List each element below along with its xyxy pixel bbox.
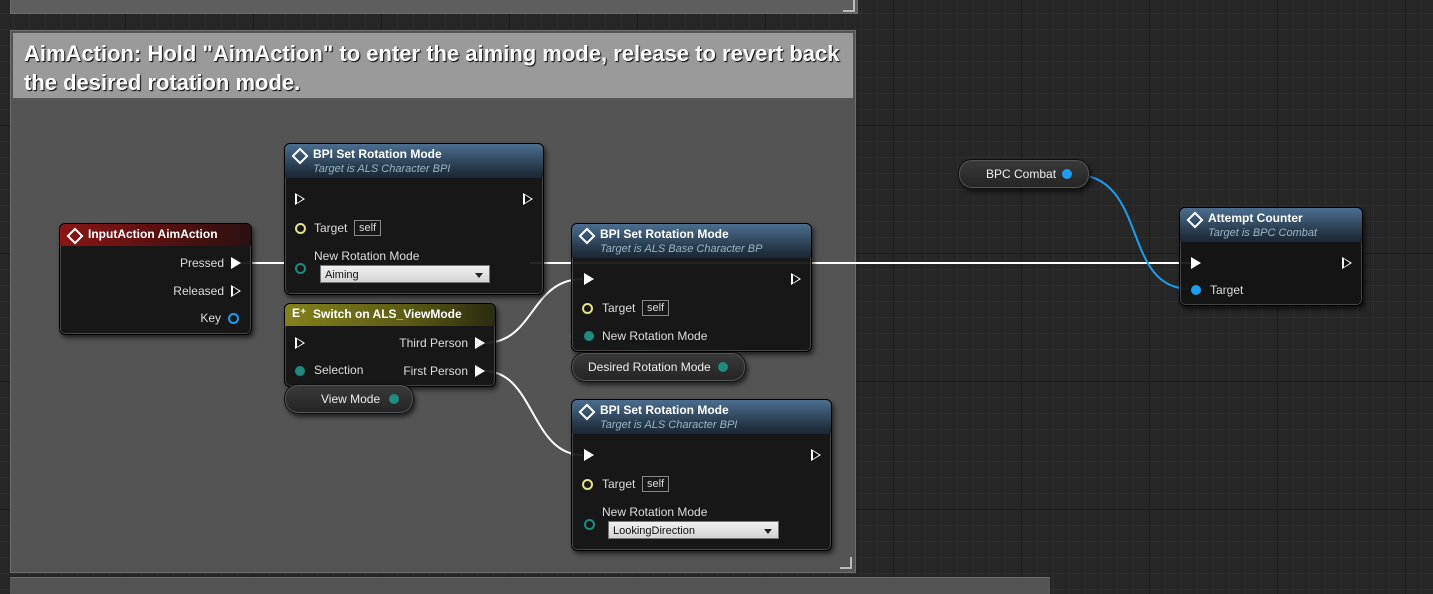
new-rotation-mode-pin[interactable] [584, 331, 594, 341]
exec-out-pin[interactable] [523, 193, 533, 205]
variable-label: View Mode [321, 392, 381, 406]
node-header[interactable]: BPI Set Rotation Mode Target is ALS Base… [572, 224, 811, 258]
node-title: InputAction AimAction [88, 227, 218, 241]
function-diamond-icon [291, 147, 309, 165]
comment-box-upper [10, 0, 858, 14]
pressed-pin-label: Pressed [179, 256, 224, 270]
set-rotation-mode-node-aiming[interactable]: BPI Set Rotation Mode Target is ALS Char… [284, 143, 544, 295]
third-person-exec-pin[interactable] [475, 337, 485, 349]
comment-box-lower [10, 577, 1050, 594]
object-wire-bpc-combat [1071, 173, 1191, 290]
rotation-mode-dropdown[interactable]: Aiming [320, 265, 490, 283]
exec-in-pin[interactable] [584, 273, 594, 285]
node-header[interactable]: Attempt Counter Target is BPC Combat [1180, 208, 1362, 242]
input-action-header[interactable]: InputAction AimAction [60, 224, 251, 246]
node-header[interactable]: BPI Set Rotation Mode Target is ALS Char… [572, 400, 831, 434]
function-diamond-icon [578, 403, 596, 421]
new-rotation-mode-pin[interactable] [584, 519, 595, 530]
node-subtitle: Target is ALS Character BPI [313, 163, 451, 175]
exec-in-pin[interactable] [584, 449, 594, 461]
variable-label: Desired Rotation Mode [588, 360, 711, 374]
function-diamond-icon [1186, 211, 1204, 229]
variable-label: BPC Combat [986, 167, 1057, 181]
exec-out-pin[interactable] [791, 273, 801, 285]
node-title: Switch on ALS_ViewMode [313, 307, 462, 321]
first-person-exec-pin[interactable] [475, 365, 485, 377]
selection-pin[interactable] [295, 366, 305, 376]
exec-wire-first-person [483, 370, 584, 456]
released-pin-label: Released [173, 284, 224, 298]
target-label: Target [314, 221, 348, 235]
target-pin[interactable] [1191, 285, 1201, 295]
comment-title: AimAction: Hold "AimAction" to enter the… [24, 41, 840, 95]
switch-icon: E⁺ [292, 306, 307, 320]
node-subtitle: Target is BPC Combat [1208, 227, 1318, 239]
event-diamond-icon [66, 227, 84, 245]
first-person-label: First Person [403, 364, 468, 378]
chevron-down-icon [764, 529, 772, 534]
bpc-combat-variable[interactable]: BPC Combat [958, 159, 1090, 189]
node-header[interactable]: BPI Set Rotation Mode Target is ALS Char… [285, 144, 543, 178]
exec-out-pin[interactable] [1342, 257, 1352, 269]
resize-handle-icon[interactable] [840, 557, 852, 569]
exec-wire-third-person [483, 278, 584, 344]
target-label: Target [602, 301, 636, 315]
target-self-value: self [354, 220, 382, 236]
attempt-counter-node[interactable]: Attempt Counter Target is BPC Combat Tar… [1179, 207, 1363, 306]
view-mode-variable[interactable]: View Mode [284, 384, 414, 414]
node-title: BPI Set Rotation Mode [600, 227, 729, 241]
pressed-exec-pin[interactable] [231, 257, 241, 269]
node-subtitle: Target is ALS Character BPI [600, 419, 738, 431]
new-rotation-mode-label: New Rotation Mode [602, 329, 708, 343]
function-diamond-icon [578, 227, 596, 245]
exec-out-pin[interactable] [811, 449, 821, 461]
key-pin-label: Key [200, 311, 221, 325]
node-title: BPI Set Rotation Mode [313, 147, 442, 161]
desired-rotation-mode-variable[interactable]: Desired Rotation Mode [571, 352, 746, 382]
view-mode-out-pin[interactable] [389, 394, 399, 404]
third-person-label: Third Person [399, 336, 468, 350]
key-pin[interactable] [228, 313, 239, 324]
dropdown-value: Aiming [325, 269, 359, 281]
new-rotation-mode-pin[interactable] [295, 263, 306, 274]
target-self-value: self [642, 476, 670, 492]
input-action-node[interactable]: InputAction AimAction Pressed Released K… [59, 223, 252, 335]
node-title: BPI Set Rotation Mode [600, 403, 729, 417]
set-rotation-mode-node-looking[interactable]: BPI Set Rotation Mode Target is ALS Char… [571, 399, 832, 551]
node-title: Attempt Counter [1208, 211, 1303, 225]
target-pin[interactable] [295, 223, 306, 234]
new-rotation-mode-label: New Rotation Mode [602, 505, 708, 519]
dropdown-value: LookingDirection [613, 525, 695, 537]
switch-view-mode-node[interactable]: E⁺ Switch on ALS_ViewMode Third Person S… [284, 303, 496, 387]
desired-rotation-out-pin[interactable] [718, 362, 728, 372]
target-label: Target [602, 477, 636, 491]
new-rotation-mode-label: New Rotation Mode [314, 249, 420, 263]
rotation-mode-dropdown[interactable]: LookingDirection [608, 521, 779, 539]
node-subtitle: Target is ALS Base Character BP [600, 243, 763, 255]
target-pin[interactable] [582, 303, 593, 314]
resize-handle-icon[interactable] [843, 0, 855, 12]
comment-header[interactable]: AimAction: Hold "AimAction" to enter the… [13, 33, 853, 98]
target-pin[interactable] [582, 479, 593, 490]
target-label: Target [1210, 283, 1244, 297]
exec-in-pin[interactable] [295, 193, 305, 205]
node-header[interactable]: E⁺ Switch on ALS_ViewMode [285, 304, 495, 326]
chevron-down-icon [475, 273, 483, 278]
set-rotation-mode-node-base[interactable]: BPI Set Rotation Mode Target is ALS Base… [571, 223, 812, 352]
exec-in-pin[interactable] [295, 337, 305, 349]
bpc-combat-out-pin[interactable] [1062, 169, 1072, 179]
selection-label: Selection [314, 363, 364, 377]
exec-in-pin[interactable] [1191, 257, 1201, 269]
released-exec-pin[interactable] [231, 285, 241, 297]
target-self-value: self [642, 300, 670, 316]
